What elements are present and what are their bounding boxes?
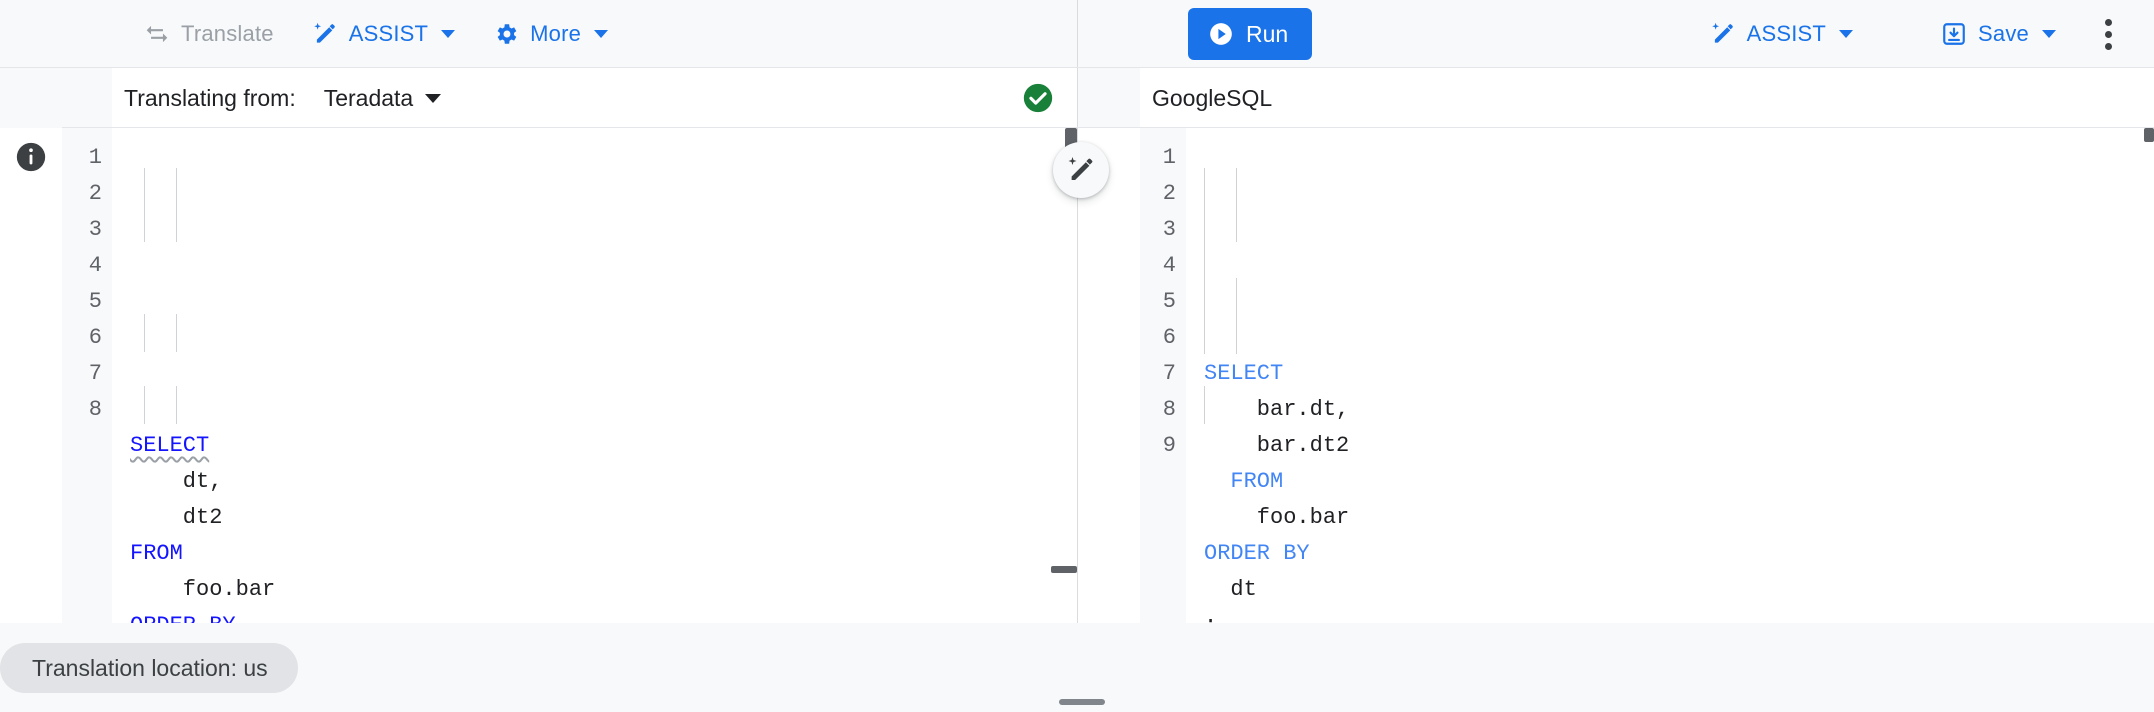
info-icon[interactable] xyxy=(14,140,48,174)
run-label: Run xyxy=(1246,20,1289,47)
target-gutter-pad xyxy=(1078,68,1140,128)
source-line-numbers: 1 2 3 4 5 6 7 8 xyxy=(62,128,112,623)
chevron-down-icon xyxy=(2042,30,2056,38)
assist-button-target[interactable]: ASSIST xyxy=(1696,10,1867,58)
line-number: 8 xyxy=(88,397,102,422)
target-vertical-scrollbar[interactable] xyxy=(2144,128,2154,142)
source-gutter-pad xyxy=(0,68,112,128)
target-dialect-bar: GoogleSQL xyxy=(1078,68,2154,128)
code-line: foo.bar xyxy=(1204,505,1350,530)
top-toolbar: Translate ASSIST More xyxy=(0,0,2154,68)
chevron-down-icon xyxy=(441,30,456,38)
line-number: 8 xyxy=(1162,397,1176,422)
translate-label: Translate xyxy=(181,21,274,46)
assist-label-target: ASSIST xyxy=(1746,21,1827,46)
gear-icon xyxy=(493,21,519,47)
code-line: SELECT xyxy=(130,433,210,458)
indent-guide xyxy=(1236,168,1237,242)
line-number: 5 xyxy=(1162,289,1176,314)
more-label: More xyxy=(530,21,582,46)
code-line: foo.bar xyxy=(130,577,276,602)
indent-guide xyxy=(144,386,145,424)
dialect-header: Translating from: Teradata GoogleSQL xyxy=(0,68,2154,128)
assist-button-source[interactable]: ASSIST xyxy=(298,10,469,58)
indent-guide xyxy=(144,314,145,352)
save-icon xyxy=(1941,21,1967,47)
line-number: 5 xyxy=(88,289,102,314)
line-number: 3 xyxy=(88,217,102,242)
translating-from-label: Translating from: xyxy=(124,84,296,111)
code-line: dt, xyxy=(130,469,223,494)
toolbar-divider xyxy=(0,67,2154,68)
code-line: ORDER BY xyxy=(130,608,1077,623)
line-number: 4 xyxy=(1162,253,1176,278)
indent-guide xyxy=(144,168,145,242)
indent-guide xyxy=(176,168,177,242)
assist-label-source: ASSIST xyxy=(348,21,429,46)
line-number: 3 xyxy=(1162,217,1176,242)
line-number: 9 xyxy=(1162,433,1176,458)
chevron-down-icon xyxy=(1839,30,1854,38)
code-line: FROM xyxy=(1230,469,1284,494)
source-dialect-select[interactable]: Teradata xyxy=(316,81,450,116)
code-line: dt2 xyxy=(130,505,223,530)
footer-bar: Translation location: us xyxy=(0,623,2154,712)
indent-guide xyxy=(1204,168,1205,354)
indent-guide xyxy=(176,386,177,424)
target-dialect-value: GoogleSQL xyxy=(1152,84,1273,111)
source-dialect-value: Teradata xyxy=(323,84,414,111)
code-line: FROM xyxy=(130,541,183,566)
chevron-down-icon xyxy=(425,93,442,103)
check-circle-icon xyxy=(1021,81,1055,115)
play-circle-icon xyxy=(1208,21,1234,47)
save-label: Save xyxy=(1978,21,2029,46)
translation-location-chip: Translation location: us xyxy=(0,643,298,693)
more-vert-icon[interactable] xyxy=(2084,10,2132,58)
run-button[interactable]: Run xyxy=(1188,8,1313,60)
code-line: bar.dt, xyxy=(1204,397,1350,422)
line-number: 6 xyxy=(88,325,102,350)
pane-divider xyxy=(62,127,2154,128)
code-line: ; xyxy=(1204,608,2154,623)
resize-handle[interactable] xyxy=(1059,699,1105,705)
line-number: 2 xyxy=(88,181,102,206)
magic-wand-icon xyxy=(1710,21,1736,47)
line-number: 4 xyxy=(88,253,102,278)
line-number: 6 xyxy=(1162,325,1176,350)
indent-guide xyxy=(176,314,177,352)
line-number: 1 xyxy=(1162,145,1176,170)
target-line-numbers: 1 2 3 4 5 6 7 8 9 xyxy=(1140,128,1186,623)
magic-wand-edit-icon[interactable] xyxy=(1053,142,1109,198)
magic-wand-icon xyxy=(312,21,338,47)
code-line: bar.dt2 xyxy=(1204,433,1350,458)
source-toolbar: Translate ASSIST More xyxy=(0,0,1078,68)
target-editor-pane: 1 2 3 4 5 6 7 8 9 SELECT bar.dt, bar.dt2 FROM fo… xyxy=(1078,128,2154,623)
chevron-down-icon xyxy=(594,30,609,38)
indent-guide xyxy=(1236,278,1237,354)
line-number: 2 xyxy=(1162,181,1176,206)
line-number: 1 xyxy=(88,145,102,170)
target-toolbar: Run ASSIST xyxy=(1078,0,2154,68)
source-info-rail xyxy=(0,128,62,623)
save-button[interactable]: Save xyxy=(1927,10,2070,58)
source-horizontal-scrollbar[interactable] xyxy=(1051,566,1077,573)
more-button[interactable]: More xyxy=(479,10,622,58)
source-dialect-bar: Translating from: Teradata xyxy=(0,68,1078,128)
swap-horizontal-icon xyxy=(144,21,170,47)
code-line: dt xyxy=(1204,577,1257,602)
code-line: ORDER BY xyxy=(1204,541,1310,566)
line-number: 7 xyxy=(1162,361,1176,386)
indent-guide xyxy=(1204,386,1205,424)
translate-button[interactable]: Translate xyxy=(130,10,288,58)
line-number: 7 xyxy=(88,361,102,386)
code-line: SELECT xyxy=(1204,361,1284,386)
target-edge-rail xyxy=(1078,128,1140,623)
